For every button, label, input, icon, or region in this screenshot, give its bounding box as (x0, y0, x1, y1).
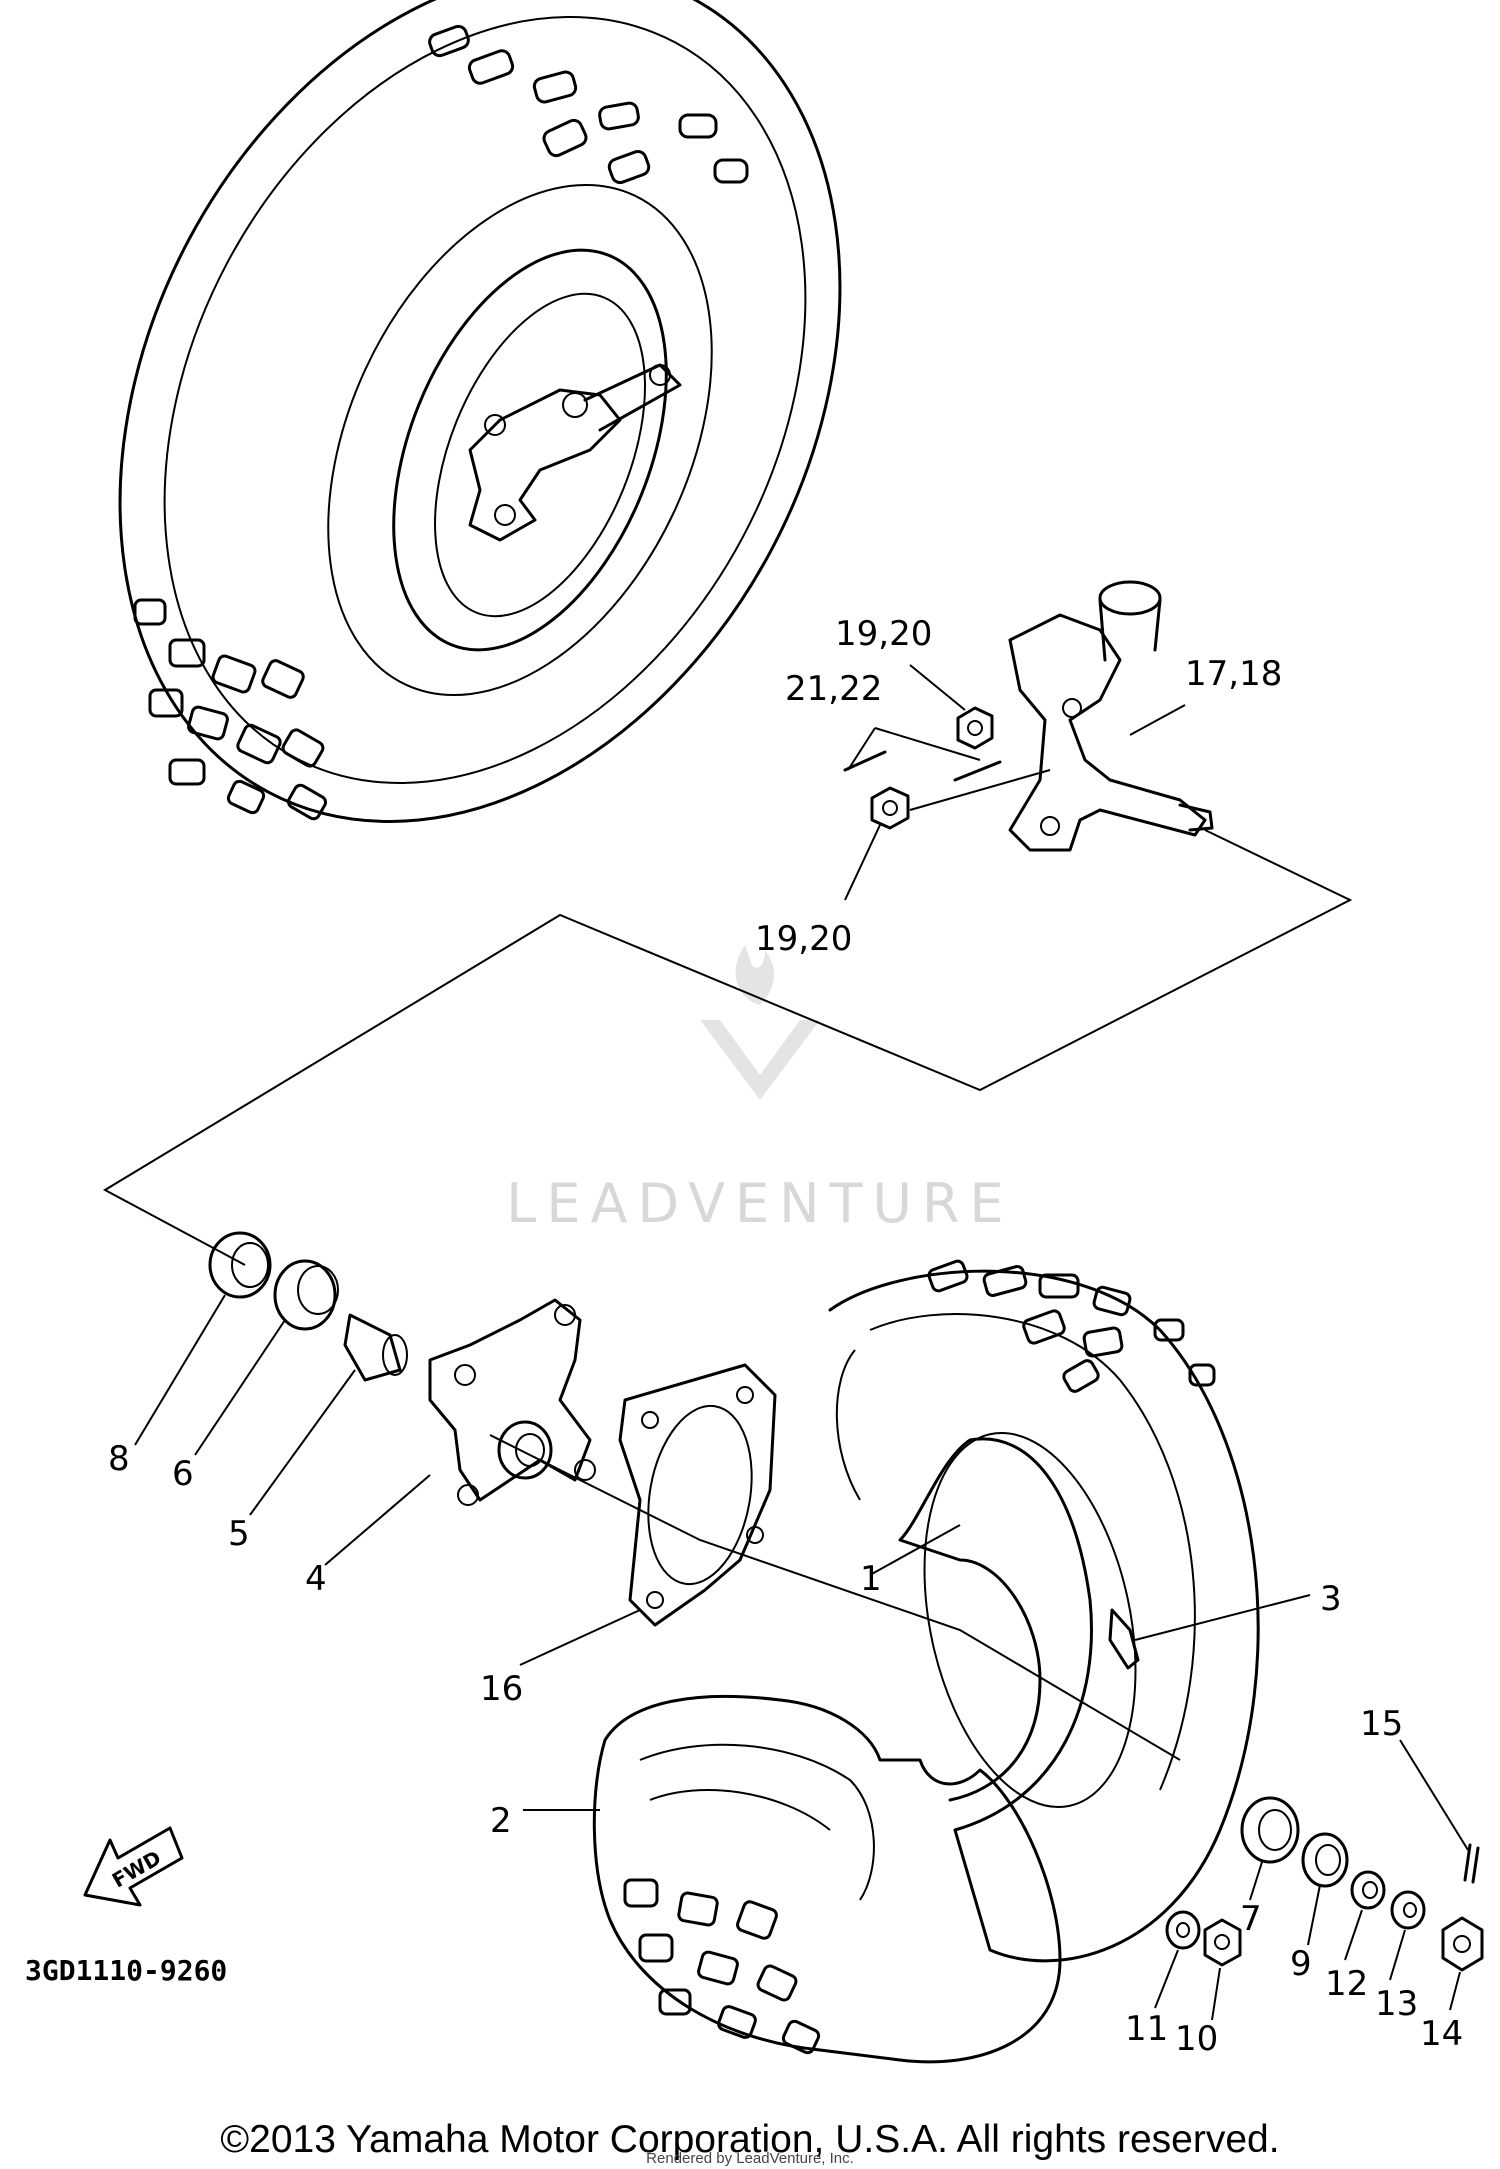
callout-5: 5 (228, 1514, 250, 1554)
washer-13 (1390, 1890, 1426, 1930)
castle-nut-14 (1441, 1916, 1484, 1972)
callout-21-22: 21,22 (785, 669, 882, 709)
callout-7: 7 (1240, 1899, 1262, 1939)
tire-outer-half-1 (828, 1259, 1260, 1963)
oil-seal-9 (1301, 1832, 1349, 1888)
callout-6: 6 (172, 1454, 194, 1494)
fwd-arrow-icon: FWD (83, 1826, 184, 1907)
upper-tire-assembly (118, 0, 842, 823)
oil-seal-8 (208, 1231, 272, 1299)
tire-inner-half-2 (592, 1694, 1062, 2064)
leadventure-watermark: LEADVENTURE (506, 945, 1013, 1235)
watermark-text: LEADVENTURE (506, 1172, 1013, 1235)
cotter-pins (843, 750, 1002, 782)
copyright-notice: ©2013 Yamaha Motor Corporation, U.S.A. A… (220, 2118, 1280, 2161)
callout-3: 3 (1320, 1579, 1342, 1619)
bearing-7 (1240, 1796, 1300, 1864)
diagram-part-code: 3GD1110-9260 (25, 1954, 227, 1987)
callout-9: 9 (1290, 1944, 1312, 1984)
steering-knuckle (1008, 580, 1214, 852)
disc-plate-16 (618, 1363, 777, 1627)
upper-tire-tread (133, 24, 749, 821)
castle-nut-lower (870, 786, 910, 830)
callout-12: 12 (1325, 1964, 1368, 2004)
explode-guide-lines (102, 769, 1353, 1761)
front-hub-4 (428, 1298, 596, 1506)
callout-10: 10 (1175, 2019, 1218, 2059)
callout-8: 8 (108, 1439, 130, 1479)
leader-lines (134, 664, 1469, 2021)
callout-1: 1 (860, 1559, 882, 1599)
spacer-5 (343, 1313, 408, 1382)
callout-16: 16 (480, 1669, 523, 1709)
collar-12 (1350, 1870, 1386, 1910)
callout-17-18: 17,18 (1185, 654, 1282, 694)
nut-10 (1203, 1918, 1242, 1967)
callout-19-20-top: 19,20 (835, 614, 932, 654)
cotter-pin-15 (1463, 1843, 1480, 1884)
castle-nut-upper (956, 706, 994, 750)
bearing-6 (273, 1259, 339, 1331)
callout-4: 4 (305, 1559, 327, 1599)
rendered-by-note: Rendered by LeadVenture, Inc. (646, 2150, 854, 2167)
valve-stem-3 (1108, 1608, 1140, 1670)
callout-2: 2 (490, 1801, 512, 1841)
callout-11: 11 (1125, 2009, 1168, 2049)
callout-13: 13 (1375, 1984, 1418, 2024)
callout-labels: 1 2 3 4 5 6 7 8 9 10 11 12 13 14 15 16 1… (108, 614, 1463, 2059)
washer-11 (1165, 1910, 1201, 1950)
callout-15: 15 (1360, 1704, 1403, 1744)
callout-19-20-bottom: 19,20 (755, 919, 852, 959)
callout-14: 14 (1420, 2014, 1463, 2054)
